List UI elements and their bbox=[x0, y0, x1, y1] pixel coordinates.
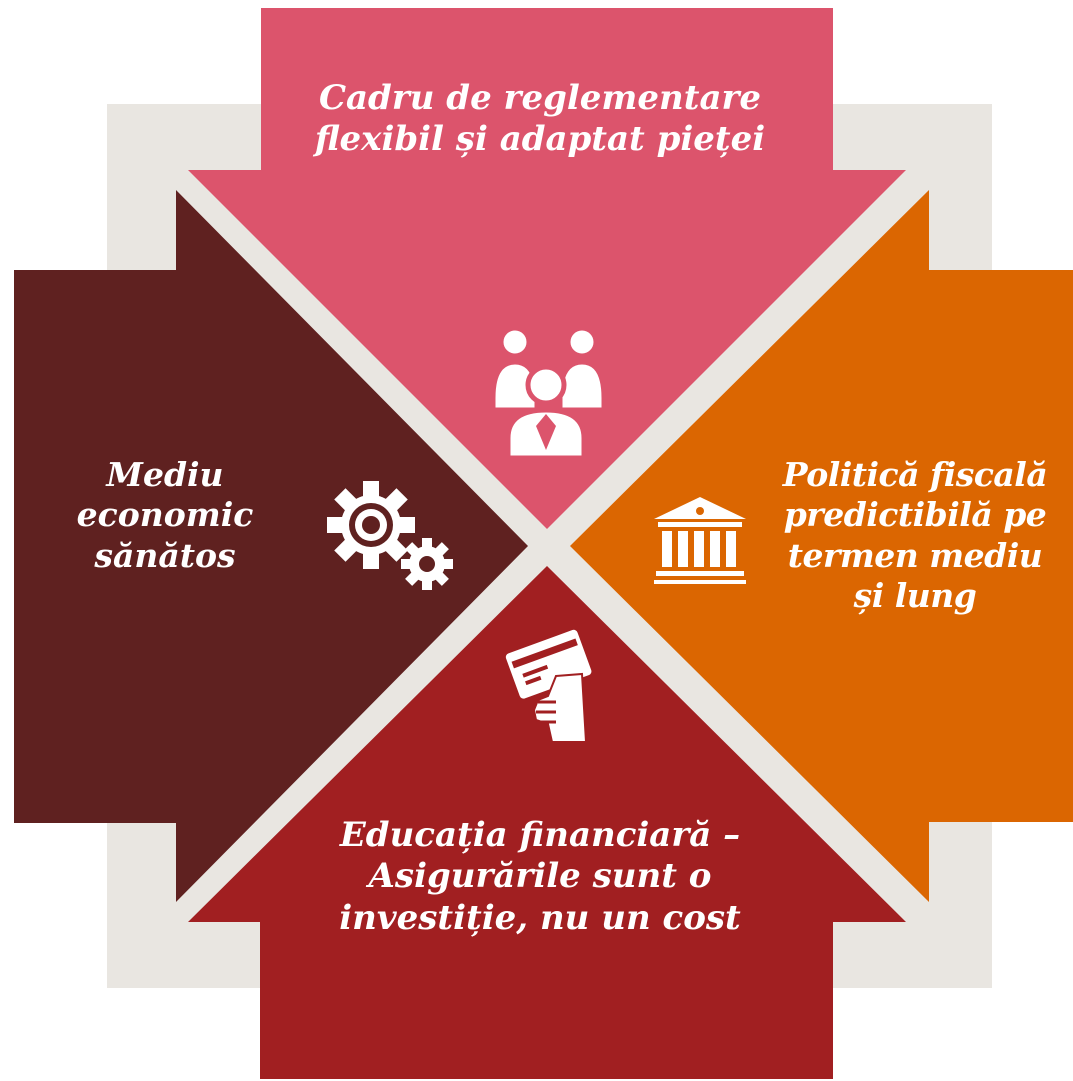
segment-top-label: Cadru de reglementare flexibil și adapta… bbox=[314, 78, 766, 160]
segment-right-label: Politică fiscală predictibilă pe termen … bbox=[782, 455, 1048, 615]
people-group-icon bbox=[490, 325, 607, 461]
segment-top-shape bbox=[188, 8, 906, 529]
segment-left-shape bbox=[14, 190, 528, 902]
gears-icon bbox=[327, 481, 453, 590]
segment-left-label: Mediu economic sănătos bbox=[76, 455, 254, 575]
hand-card-icon bbox=[505, 629, 592, 743]
bank-building-icon bbox=[654, 497, 746, 584]
segment-right-shape bbox=[570, 190, 1073, 902]
segment-bottom-label: Educația financiară – Asigurările sunt o… bbox=[339, 815, 741, 938]
segment-bottom-shape bbox=[188, 566, 906, 1079]
